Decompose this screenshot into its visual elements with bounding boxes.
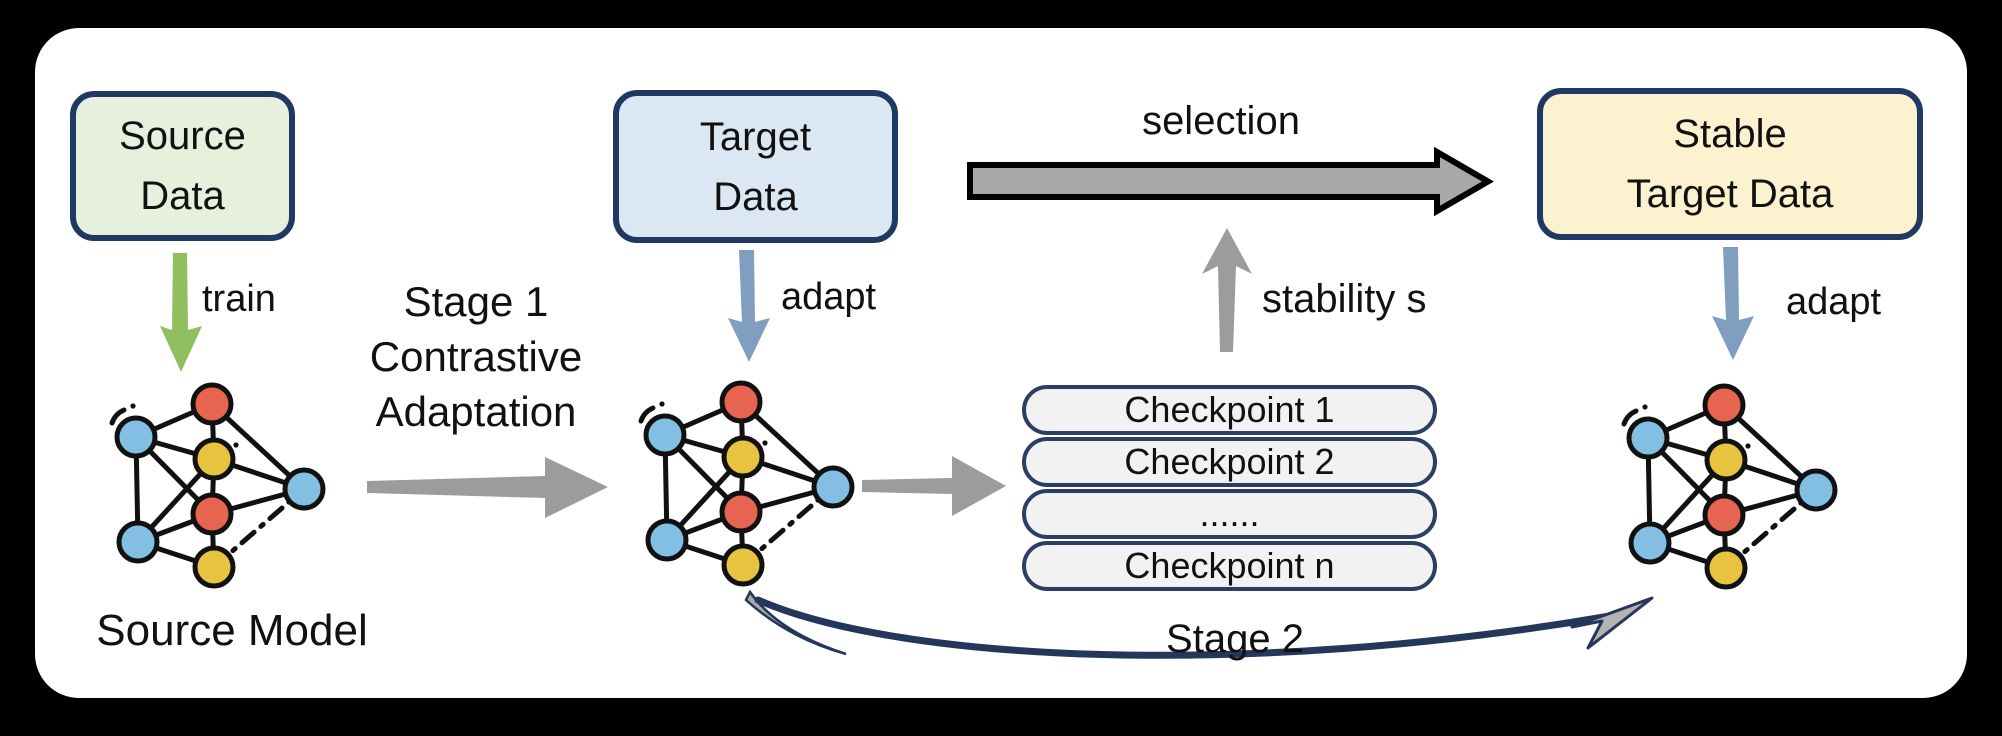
checkpoint-pill: Checkpoint n <box>1022 541 1437 591</box>
source-data-box: Source Data <box>70 91 295 241</box>
target-data-label-line1: Target <box>699 114 812 159</box>
stage2-curved-arrow-icon <box>754 596 1614 659</box>
adapt-label-stable: adapt <box>1786 281 1882 323</box>
stage1-label: Stage 1 Contrastive Adaptation <box>340 274 612 439</box>
neural-network-icon <box>641 383 852 584</box>
stage2-arrowhead-icon <box>1570 596 1654 650</box>
source-data-label-line2: Data <box>140 174 225 218</box>
adapt-down-arrow-icon <box>728 250 770 362</box>
stage1-label-line2: Contrastive <box>369 333 583 380</box>
checkpoint-pill: Checkpoint 1 <box>1022 385 1437 435</box>
stage2-label: Stage 2 <box>1166 617 1304 661</box>
train-down-arrow-icon <box>160 253 202 372</box>
neural-network-icon <box>1624 386 1835 587</box>
adapt-label-target: adapt <box>781 276 877 318</box>
adapt-down-arrow-icon <box>1712 247 1754 360</box>
target-data-label-line2: Data <box>713 174 798 219</box>
source-model-label: Source Model <box>96 606 368 655</box>
stability-label: stability s <box>1262 277 1427 321</box>
stage2-curve-start-swoosh <box>744 589 847 656</box>
checkpoint-right-arrow-icon <box>862 456 1006 516</box>
selection-label: selection <box>1142 99 1300 143</box>
source-data-label-line1: Source <box>119 114 246 158</box>
train-label: train <box>202 278 276 320</box>
stable-target-data-label-line1: Stable <box>1673 112 1787 156</box>
neural-network-icon <box>112 385 323 586</box>
stage1-right-arrow-icon <box>367 457 608 518</box>
checkpoint-pill-ellipsis: ...... <box>1022 489 1437 539</box>
selection-right-arrow-icon <box>967 146 1494 217</box>
target-data-box: Target Data <box>613 90 898 243</box>
stage1-label-line1: Stage 1 <box>403 278 549 325</box>
stable-target-data-box: Stable Target Data <box>1537 88 1923 240</box>
stability-up-arrow-icon <box>1202 228 1252 352</box>
stable-target-data-label-line2: Target Data <box>1626 172 1834 216</box>
stage1-label-line3: Adaptation <box>375 388 577 435</box>
checkpoint-pill: Checkpoint 2 <box>1022 437 1437 487</box>
